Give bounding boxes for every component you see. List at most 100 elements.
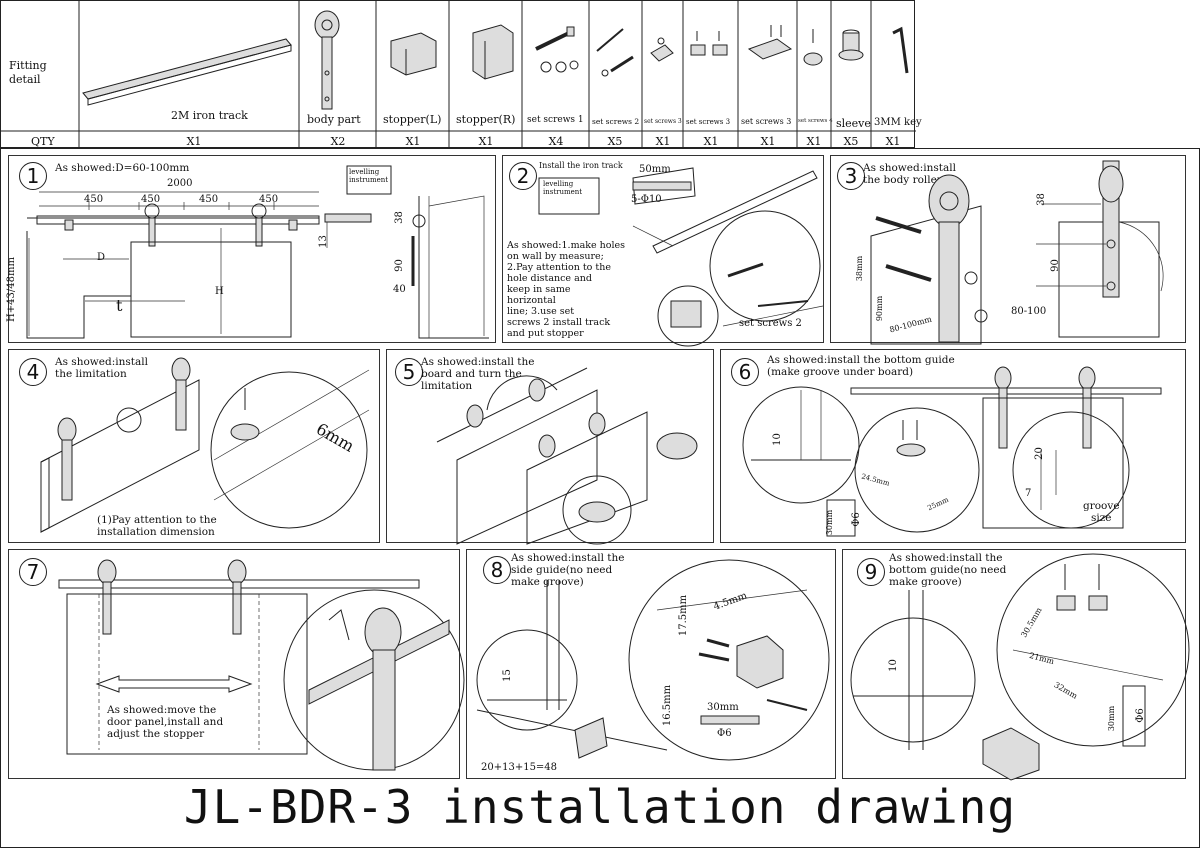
step-number: 4	[19, 358, 47, 386]
step-note: As showed:D=60-100mm	[55, 162, 190, 174]
dim-450: 450	[84, 194, 104, 205]
dim-30mm: 30mm	[1107, 705, 1117, 732]
set-screws-1-illustration	[535, 26, 579, 73]
groove-label: groove size	[1083, 500, 1120, 524]
item-name: set screws 3	[741, 117, 792, 126]
sleeve-illustration	[838, 29, 864, 61]
dim-10: 10	[771, 433, 783, 446]
item-qty: X4	[548, 135, 564, 148]
dim-13: 13	[317, 235, 329, 248]
dim-total: 2000	[167, 178, 193, 189]
item-qty: X1	[405, 135, 421, 148]
step-8-drawing	[476, 559, 830, 761]
dim-38: 38	[393, 211, 405, 224]
dim-90: 90	[1049, 259, 1061, 272]
item-name: 3MM key	[874, 117, 922, 128]
step-note: As showed:install the board and turn the…	[421, 356, 535, 392]
levelling-label: levelling instrument	[349, 168, 389, 184]
dim-90: 90	[393, 259, 405, 272]
dim-16-5: 16.5mm	[662, 684, 674, 727]
item-qty: X1	[703, 135, 719, 148]
step-5-panel: 5 As showed:install the board and turn t…	[386, 349, 714, 545]
item-qty: X2	[330, 135, 346, 148]
fitting-table: Fitting detail QTY 2M iron track body pa…	[0, 0, 922, 149]
step-1-drawing	[26, 165, 489, 339]
dim-38mm: 38mm	[855, 255, 865, 282]
dim-30mm: 30mm	[707, 702, 739, 713]
item-qty: X1	[186, 135, 202, 148]
fitting-table-grid	[1, 1, 916, 149]
dim-450: 450	[199, 194, 219, 205]
set-screws-3a-illustration	[650, 37, 674, 62]
step-number: 7	[19, 558, 47, 586]
dim-H: H	[215, 286, 224, 297]
dim-38: 38	[1035, 193, 1047, 206]
item-name: stopper(R)	[456, 113, 516, 126]
step-3-drawing	[870, 160, 1164, 345]
dim-450: 450	[141, 194, 161, 205]
set-screws-4-illustration	[803, 29, 823, 66]
dim-450: 450	[259, 194, 279, 205]
levelling-label: levelling instrument	[543, 180, 583, 196]
item-qty: X1	[478, 135, 494, 148]
item-qty: X5	[607, 135, 623, 148]
dim-50: 50mm	[639, 164, 671, 175]
dim-15: 15	[501, 669, 513, 682]
drawing-title: JL-BDR-3 installation drawing	[183, 780, 1017, 834]
item-name: stopper(L)	[383, 113, 442, 126]
item-qty: X1	[885, 135, 901, 148]
item-name: set screws 3	[686, 118, 731, 126]
item-qty: X1	[655, 135, 671, 148]
dim-80-100: 80-100	[1011, 306, 1047, 317]
item-name: set screws 3	[644, 118, 682, 125]
item-qty: X1	[760, 135, 776, 148]
step-note: As showed:install the bottom guide(no ne…	[889, 552, 1007, 588]
stopper-left-illustration	[390, 32, 437, 76]
stopper-right-illustration	[472, 24, 514, 80]
step-7-panel: 7 As showed:move the door panel,install …	[8, 549, 465, 779]
dim-40: 40	[393, 284, 406, 295]
item-name: body part	[307, 113, 361, 126]
screws-label: set screws 2	[739, 318, 802, 329]
step-9-panel: 9 As showed:install the bottom guide(no …	[842, 549, 1190, 781]
step-6-panel: 6 As showed:install the bottom guide (ma…	[720, 349, 1186, 543]
step-2-panel: 2 Install the iron track As showed:1.mak…	[502, 155, 824, 347]
iron-track-illustration	[82, 38, 292, 106]
set-screws-2-illustration	[596, 28, 634, 77]
dim-sum: 20+13+15=48	[481, 762, 558, 773]
key-illustration	[892, 26, 909, 74]
step-number: 3	[837, 162, 865, 190]
dim-30mm: 30mm	[825, 509, 835, 536]
step-number: 9	[857, 558, 885, 586]
step-number: 6	[731, 358, 759, 386]
set-screws-3b-illustration	[690, 31, 728, 56]
dim-D: D	[97, 252, 106, 263]
dim-phi6: Φ6	[717, 728, 732, 739]
step-note: Install the iron track	[539, 161, 623, 170]
dim-7: 7	[1025, 488, 1032, 499]
step-number: 2	[509, 162, 537, 190]
step-foot: (1)Pay attention to the installation dim…	[97, 514, 217, 538]
dim-20: 20	[1033, 447, 1045, 460]
step-3-panel: 3 As showed:install the body roller 38 9…	[830, 155, 1186, 345]
step-7-drawing	[58, 559, 465, 771]
step-number: 8	[483, 556, 511, 584]
fitting-detail-label: Fitting detail	[9, 59, 47, 86]
step-4-drawing	[40, 357, 370, 533]
item-qty: X1	[806, 135, 822, 148]
set-screws-3c-illustration	[747, 25, 793, 60]
item-qty: X5	[843, 135, 859, 148]
step-note: As showed:install the bottom guide (make…	[767, 354, 955, 378]
step-5-drawing	[436, 367, 698, 545]
step-note: As showed:move the door panel,install an…	[107, 704, 224, 740]
step-2-drawing	[538, 167, 824, 347]
step-9-drawing	[850, 553, 1190, 781]
step-note: As showed:install the side guide(no need…	[511, 552, 625, 588]
dim-17-5: 17.5mm	[678, 594, 690, 637]
dim-height: H+43/48mm	[5, 257, 17, 322]
step-number: 5	[395, 358, 423, 386]
dim-t: t	[116, 296, 123, 315]
item-name: set screws 2	[592, 117, 640, 126]
item-name: set screws 4	[798, 118, 833, 124]
dim-phi: 5-Φ10	[631, 194, 662, 205]
